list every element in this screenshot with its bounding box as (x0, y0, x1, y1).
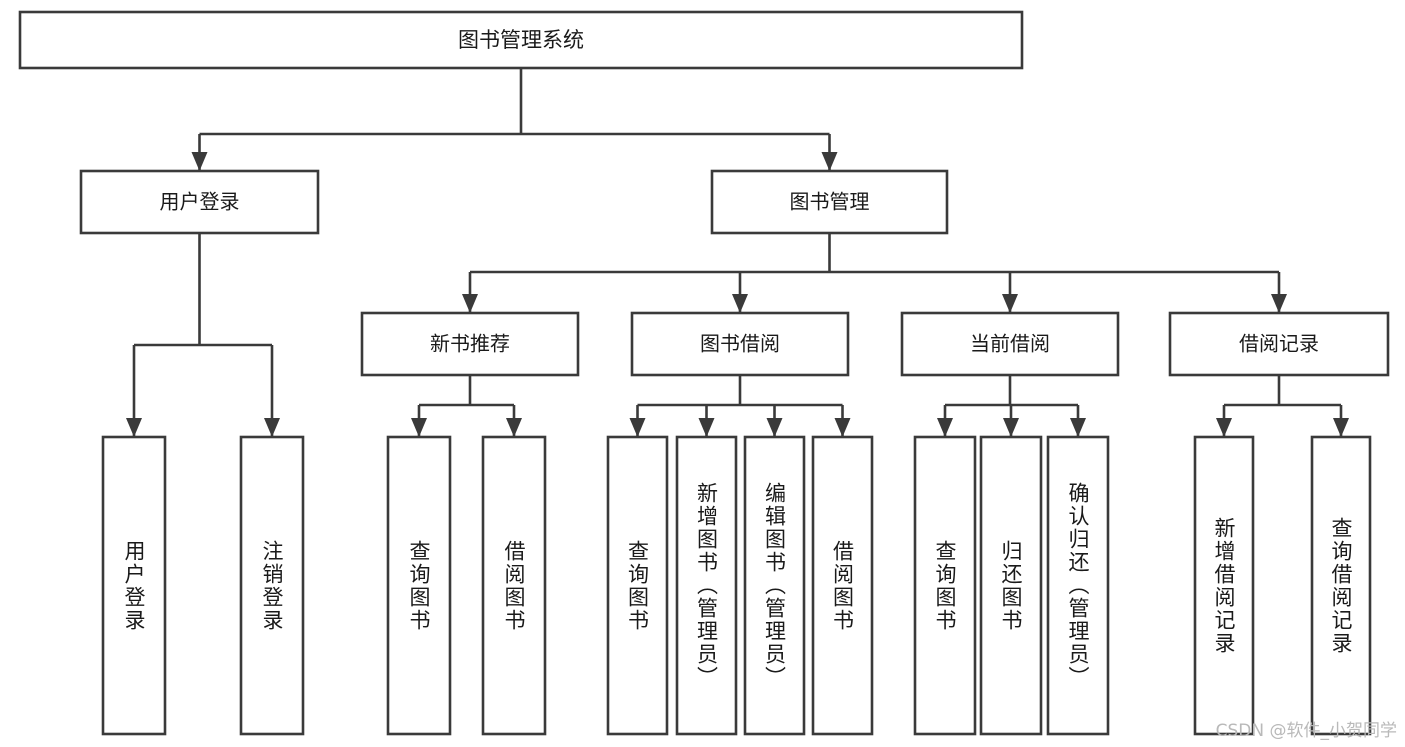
node-level3-label-0: 新书推荐 (430, 332, 510, 356)
node-leaf-3[interactable] (481, 435, 547, 736)
node-level3-label-3: 借阅记录 (1239, 332, 1319, 356)
arrow-head-icon (462, 294, 478, 313)
arrow-head-icon (411, 418, 427, 437)
node-leaf-9[interactable] (979, 435, 1043, 736)
node-level3-label-2: 当前借阅 (970, 332, 1050, 356)
node-leaf-5[interactable] (675, 435, 738, 736)
node-level3-3[interactable] (1168, 311, 1390, 377)
node-leaf-10[interactable] (1046, 435, 1110, 736)
node-level3-0[interactable] (360, 311, 580, 377)
node-leaf-6[interactable] (743, 435, 806, 736)
arrow-head-icon (264, 418, 280, 437)
node-leaf-12[interactable] (1310, 435, 1372, 736)
node-leaf-1[interactable] (239, 435, 305, 736)
arrow-head-icon (1333, 418, 1349, 437)
node-root-title[interactable] (18, 10, 1024, 70)
arrow-head-icon (766, 418, 783, 437)
node-level3-label-1: 图书借阅 (700, 332, 780, 356)
arrow-head-icon (1002, 294, 1018, 313)
arrow-head-icon (126, 418, 142, 437)
node-leaf-11[interactable] (1193, 435, 1255, 736)
node-leaf-2[interactable] (386, 435, 452, 736)
node-level2-label-1: 图书管理 (790, 190, 870, 214)
node-leaf-4[interactable] (606, 435, 669, 736)
arrow-head-icon (1216, 418, 1232, 437)
arrow-head-icon (506, 418, 522, 437)
node-level3-1[interactable] (630, 311, 850, 377)
node-leaf-8[interactable] (913, 435, 977, 736)
arrow-head-icon (698, 418, 715, 437)
node-box-layer (18, 10, 1390, 736)
node-level3-2[interactable] (900, 311, 1120, 377)
node-level2-label-0: 用户登录 (160, 190, 240, 214)
arrow-head-icon (821, 152, 838, 171)
node-leaf-7[interactable] (811, 435, 874, 736)
arrow-head-icon (1271, 294, 1287, 313)
arrow-head-icon (629, 418, 646, 437)
arrow-head-icon (834, 418, 851, 437)
arrow-head-icon (937, 418, 953, 437)
arrow-head-icon (1070, 418, 1086, 437)
node-leaf-0[interactable] (101, 435, 167, 736)
node-level2-0[interactable] (79, 169, 320, 235)
connector-layer (126, 68, 1349, 437)
csdn-watermark: CSDN @软件_小贺同学 (1215, 721, 1397, 741)
node-root-title-label: 图书管理系统 (458, 28, 584, 52)
arrow-head-icon (1003, 418, 1019, 437)
node-level2-1[interactable] (710, 169, 949, 235)
arrow-head-icon (732, 294, 748, 313)
arrow-head-icon (191, 152, 208, 171)
